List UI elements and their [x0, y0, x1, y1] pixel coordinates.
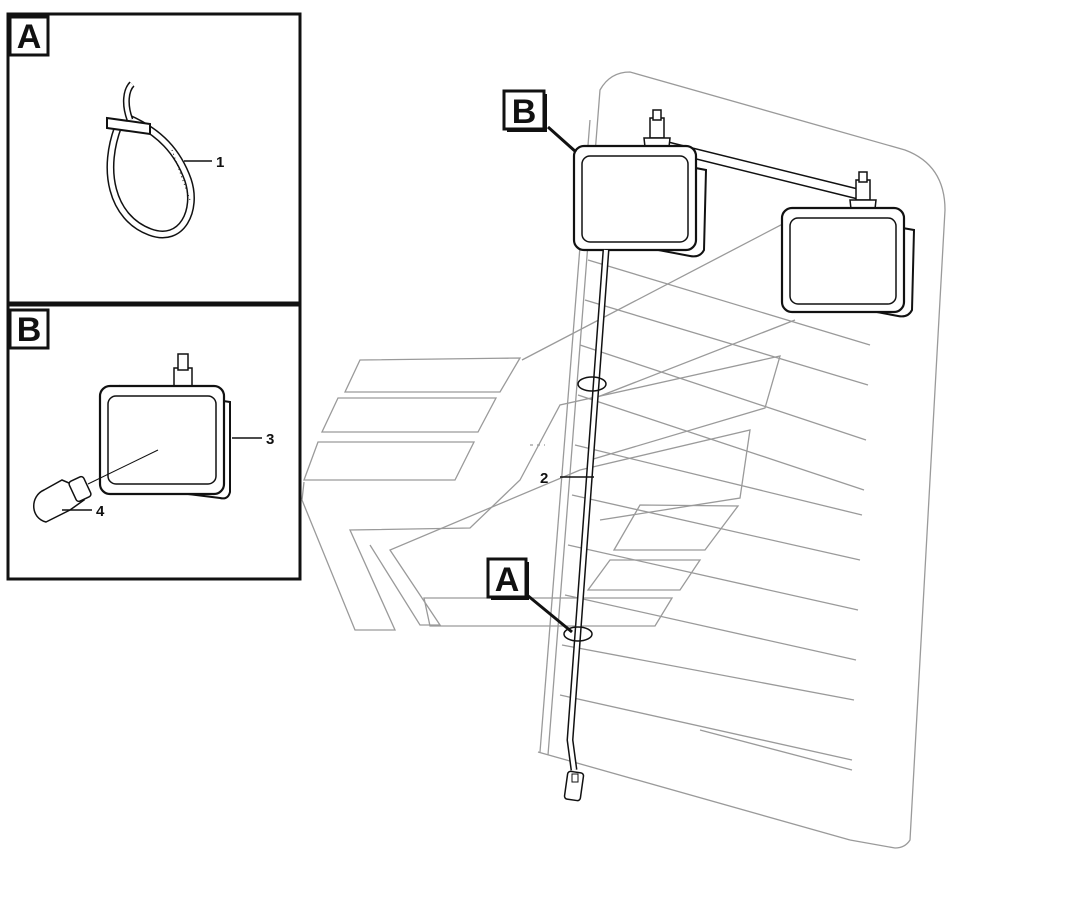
detail-view-b-letter: B: [17, 311, 42, 349]
wiring-harness: [563, 249, 610, 802]
work-lamp-left: [572, 109, 708, 258]
callout-4: 4: [96, 503, 105, 520]
callout-2: 2: [540, 470, 548, 487]
work-lamp-part: [98, 353, 231, 500]
bulb-leader: [87, 449, 159, 485]
callout-1: 1: [216, 154, 224, 171]
detail-view-a-letter: A: [17, 18, 42, 56]
detail-view-a-frame: [6, 12, 302, 305]
detail-view-a-badge: [8, 15, 50, 57]
detail-view-a: A 1: [6, 12, 302, 305]
bulb-part: [33, 475, 92, 523]
marker-a-letter: A: [495, 561, 520, 599]
marker-a: A: [486, 557, 573, 634]
cable-tie-part: [106, 81, 195, 239]
marker-b-letter: B: [512, 93, 537, 131]
detail-view-b-badge: [8, 308, 50, 350]
callout-3: 3: [266, 431, 274, 448]
work-lamp-right: [780, 171, 916, 318]
detail-view-b-frame: [6, 303, 302, 581]
deck-outline: [301, 214, 801, 631]
detail-view-b: B 3 4: [6, 303, 302, 581]
marker-b: B: [502, 89, 577, 154]
